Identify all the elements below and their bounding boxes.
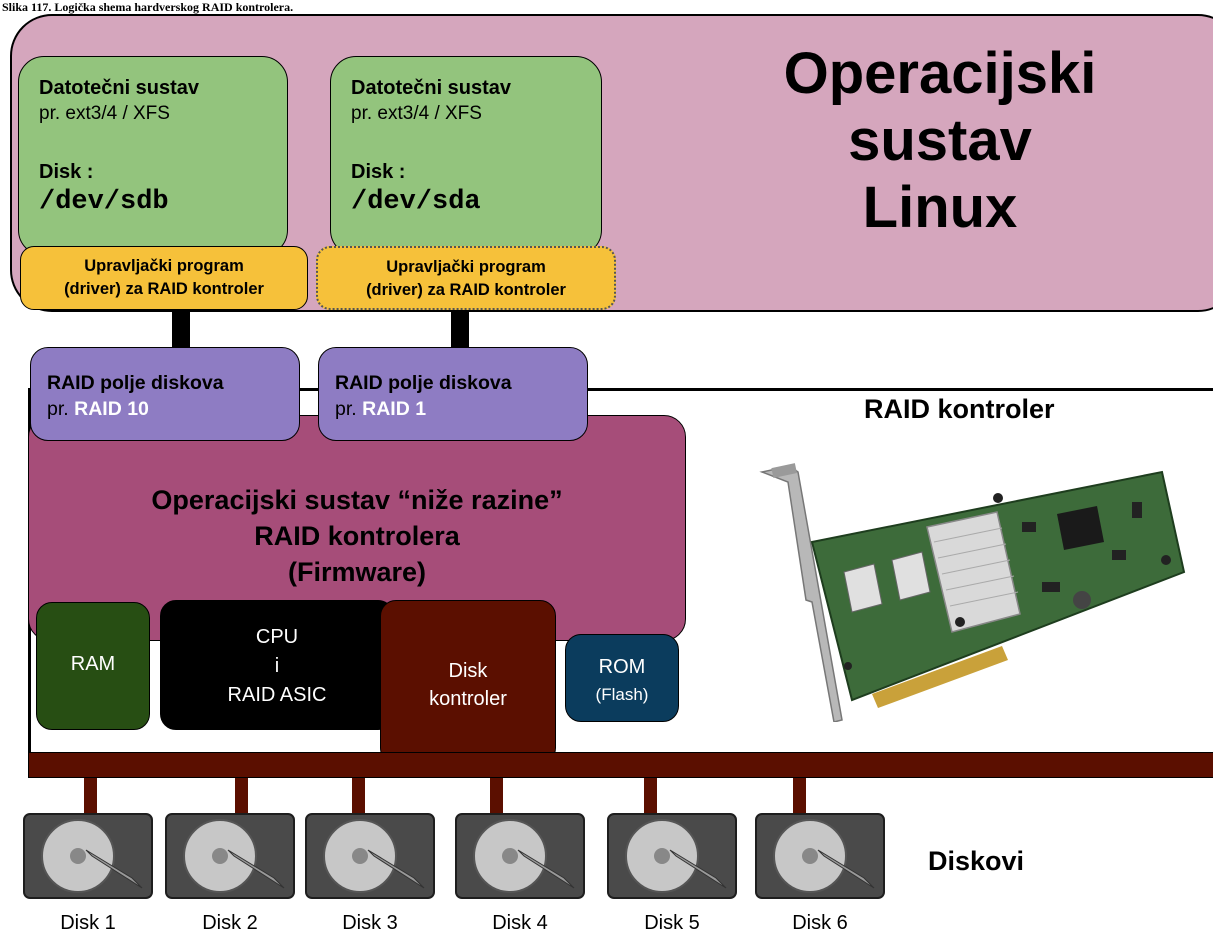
- cpu-line: i: [274, 655, 280, 677]
- disk-name: Disk 1: [60, 912, 116, 934]
- hard-disk-icon: [755, 813, 885, 899]
- disk-controller-block: Disk kontroler: [380, 600, 556, 764]
- driver-connector: [451, 310, 469, 348]
- rom-block: ROM (Flash): [565, 634, 679, 722]
- disk-label: Disk :: [351, 161, 406, 183]
- raid-controller-label: RAID kontroler: [864, 394, 1055, 424]
- raid-card-icon: [759, 463, 1186, 722]
- filesystem-title: Datotečni sustav: [351, 77, 512, 99]
- disk-connector: [235, 778, 248, 820]
- disk-connector: [84, 778, 97, 820]
- disk-connector: [352, 778, 365, 820]
- firmware-line: Operacijski sustav “niže razine”: [151, 485, 563, 515]
- os-title-line: Operacijski: [783, 41, 1097, 106]
- firmware-line: (Firmware): [287, 557, 427, 587]
- disk-controller-line: kontroler: [429, 688, 507, 710]
- disk-connector: [490, 778, 503, 820]
- driver-connector: [172, 310, 190, 348]
- rom-line: (Flash): [595, 685, 649, 704]
- firmware-text: Operacijski sustav “niže razine” RAID ko…: [28, 482, 686, 590]
- disk-name: Disk 3: [342, 912, 398, 934]
- disk-name: Disk 2: [202, 912, 258, 934]
- cpu-block: CPU i RAID ASIC: [160, 600, 394, 730]
- driver-line: Upravljački program: [386, 258, 546, 276]
- filesystem-box-sda: Datotečni sustav pr. ext3/4 / XFS Disk :…: [330, 56, 602, 256]
- disk-name: Disk 6: [792, 912, 848, 934]
- disk-label: Disk :: [39, 161, 94, 183]
- disks-label: Diskovi: [928, 846, 1025, 876]
- filesystem-example: pr. ext3/4 / XFS: [351, 103, 482, 124]
- hard-disk-icon: [607, 813, 737, 899]
- disk-connector: [644, 778, 657, 820]
- hard-disk-icon: [23, 813, 153, 899]
- os-title-line: sustav: [848, 108, 1032, 173]
- os-title: Operacijski sustav Linux: [730, 40, 1150, 241]
- hard-disk-icon: [455, 813, 585, 899]
- raid-array-title: RAID polje diskova: [335, 372, 512, 394]
- disk-bus: [28, 752, 1213, 778]
- device-name: /dev/sda: [351, 187, 481, 217]
- driver-line: (driver) za RAID kontroler: [64, 280, 264, 298]
- figure-caption: Slika 117. Logička shema hardverskog RAI…: [2, 0, 294, 14]
- filesystem-title: Datotečni sustav: [39, 77, 200, 99]
- driver-line: Upravljački program: [84, 257, 244, 275]
- ram-block: RAM: [36, 602, 150, 730]
- raid-array-example: pr. RAID 1: [335, 398, 427, 420]
- raid-level: RAID 10: [74, 398, 149, 420]
- raid-array-box-1: RAID polje diskova pr. RAID 10: [30, 347, 300, 441]
- rom-line: ROM: [598, 656, 646, 678]
- ram-label: RAM: [70, 653, 116, 675]
- hard-disk-icon: [165, 813, 295, 899]
- os-title-line: Linux: [862, 175, 1018, 240]
- disk-connector: [793, 778, 806, 820]
- cpu-line: CPU: [255, 626, 299, 648]
- hard-disk-icon: [305, 813, 435, 899]
- filesystem-box-sdb: Datotečni sustav pr. ext3/4 / XFS Disk :…: [18, 56, 288, 256]
- driver-line: (driver) za RAID kontroler: [366, 281, 566, 299]
- firmware-line: RAID kontrolera: [254, 521, 460, 551]
- disk-name: Disk 4: [492, 912, 548, 934]
- filesystem-example: pr. ext3/4 / XFS: [39, 103, 170, 124]
- raid-level: RAID 1: [362, 398, 427, 420]
- device-name: /dev/sdb: [39, 187, 169, 217]
- raid-array-box-2: RAID polje diskova pr. RAID 1: [318, 347, 588, 441]
- disk-controller-line: Disk: [448, 660, 488, 682]
- cpu-line: RAID ASIC: [227, 684, 327, 706]
- driver-box-1: Upravljački program (driver) za RAID kon…: [20, 246, 308, 310]
- raid-array-title: RAID polje diskova: [47, 372, 224, 394]
- disk-name: Disk 5: [644, 912, 700, 934]
- driver-box-2: Upravljački program (driver) za RAID kon…: [316, 246, 616, 310]
- raid-array-example: pr. RAID 10: [47, 398, 149, 420]
